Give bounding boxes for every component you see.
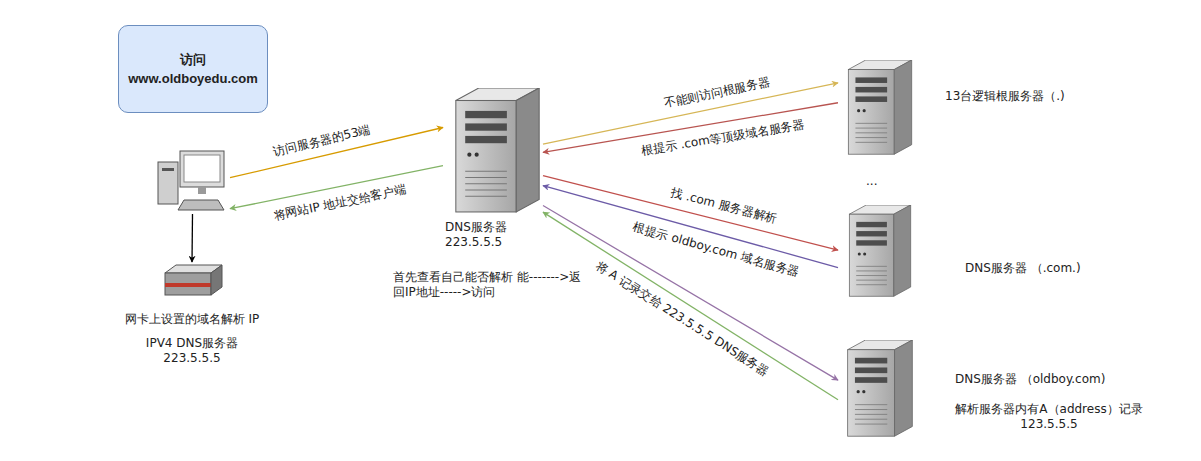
node-text: 网卡上设置的域名解析 IP: [107, 312, 277, 327]
connector: [543, 206, 838, 381]
node-text: 访问 www.oldboyedu.com: [119, 26, 267, 112]
client-nic: 网卡上设置的域名解析 IP IPV4 DNS服务器 223.5.5.5: [107, 262, 277, 374]
node-text: IPV4 DNS服务器 223.5.5.5: [137, 336, 247, 366]
goal-box: 访问 www.oldboyedu.com: [118, 25, 268, 113]
node-text: 解析服务器内有A（address）记录 123.5.5.5: [943, 402, 1155, 432]
server-icon: [848, 60, 911, 154]
router-icon: [165, 265, 222, 295]
pc-slot: [162, 168, 174, 171]
computer-icon: [158, 151, 224, 210]
server-icon: [848, 340, 913, 436]
node-text: DNS服务器 （oldboy.com): [955, 372, 1160, 387]
local-dns-server: DNS服务器 223.5.5.5: [443, 86, 543, 252]
node-text: DNS服务器 223.5.5.5: [445, 220, 535, 250]
edge-label: 将网站IP 地址交给客户端: [270, 182, 409, 224]
server-icon: [456, 88, 539, 212]
edge-label: 不能则访问根服务器: [661, 74, 774, 111]
edge-label: 访问服务器的53端: [270, 121, 374, 159]
node-text: 13台逻辑根服务器（.): [945, 89, 1150, 104]
edge-label: 将 A 记录交给 223.5.5.5 DNS服务器: [591, 258, 773, 382]
oldboy-dns-server: DNS服务器 （oldboy.com) 解析服务器内有A（address）记录 1…: [838, 340, 1168, 438]
node-text: DNS服务器 （.com.): [965, 261, 1150, 276]
pc-stand: [198, 187, 206, 194]
server-icon: [849, 205, 910, 296]
connector: [543, 186, 838, 268]
pc-tower: [158, 162, 178, 204]
com-dns-server: DNS服务器 （.com.): [838, 205, 1158, 297]
pc-keyboard: [178, 200, 224, 210]
pc-monitor: [180, 151, 224, 187]
edge-label: 找 .com 服务器解析: [667, 185, 780, 227]
connector: [543, 212, 838, 400]
edge-label: 根提示 .com等顶级域名服务器: [638, 117, 807, 160]
router-side: [211, 265, 222, 295]
client-computer: [155, 148, 230, 214]
root-dns-server: 13台逻辑根服务器（.): [838, 60, 1158, 155]
connector: [191, 214, 193, 262]
router-stripe: [165, 283, 211, 287]
ellipsis-note: ...: [866, 174, 906, 189]
pc-screen: [184, 155, 220, 182]
edge-label: 根提示 oldboy.com 域名服务器: [629, 219, 802, 280]
router-front: [165, 273, 211, 295]
resolve-note: 首先查看自己能否解析 能------->返回IP地址----->访问: [393, 270, 583, 300]
